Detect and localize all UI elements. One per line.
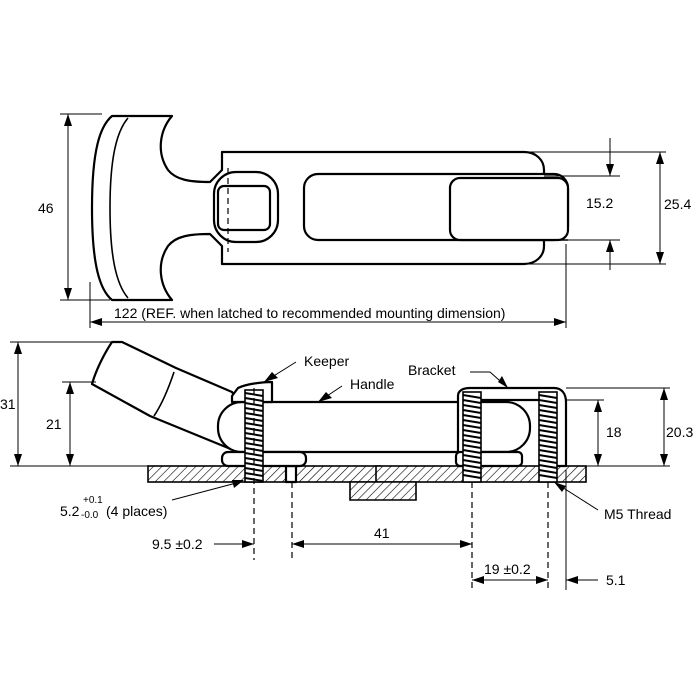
- base-plate-left: [147, 465, 381, 483]
- handle-label: Handle: [350, 376, 395, 392]
- hinge-pin-block: [216, 184, 272, 232]
- hole-tol-upper: +0.1: [83, 495, 103, 506]
- dim-46-label: 46: [38, 200, 54, 216]
- dim-21-label: 21: [46, 416, 62, 432]
- hole-note: (4 places): [106, 503, 167, 519]
- dim-31-label: 31: [0, 396, 16, 412]
- keeper-label: Keeper: [304, 353, 349, 369]
- dim-19-label: 19 ±0.2: [484, 561, 531, 577]
- t-handle-grip-line: [109, 117, 129, 299]
- top-view: 46 15.2 25.4 122 (REF. when latched to r…: [38, 113, 691, 328]
- bracket-label: Bracket: [408, 362, 456, 378]
- dim-41-label: 41: [374, 525, 390, 541]
- keeper-tongue: [448, 176, 570, 242]
- dim-20-3-label: 20.3: [666, 424, 693, 440]
- side-view: 31 21 18 20.3 Keeper Handle Bracket: [0, 340, 693, 590]
- handle-lever: [90, 340, 242, 454]
- m5-thread-label: M5 Thread: [604, 506, 671, 522]
- dim-15-2-label: 15.2: [586, 195, 613, 211]
- dim-25-4-label: 25.4: [664, 196, 691, 212]
- dim-5-1-label: 5.1: [606, 572, 626, 588]
- dim-18-label: 18: [606, 424, 622, 440]
- hole-dia-label: 5.2: [60, 503, 80, 519]
- dim-9-5-label: 9.5 ±0.2: [152, 536, 203, 552]
- handle-bar: [216, 400, 532, 454]
- dim-122-label: 122 (REF. when latched to recommended mo…: [114, 305, 505, 321]
- screw-2: [462, 391, 482, 483]
- base-plate-step: [349, 481, 417, 501]
- keeper-pad: [220, 450, 308, 468]
- hole-tol-lower: -0.0: [81, 510, 99, 521]
- screw-3: [538, 391, 558, 483]
